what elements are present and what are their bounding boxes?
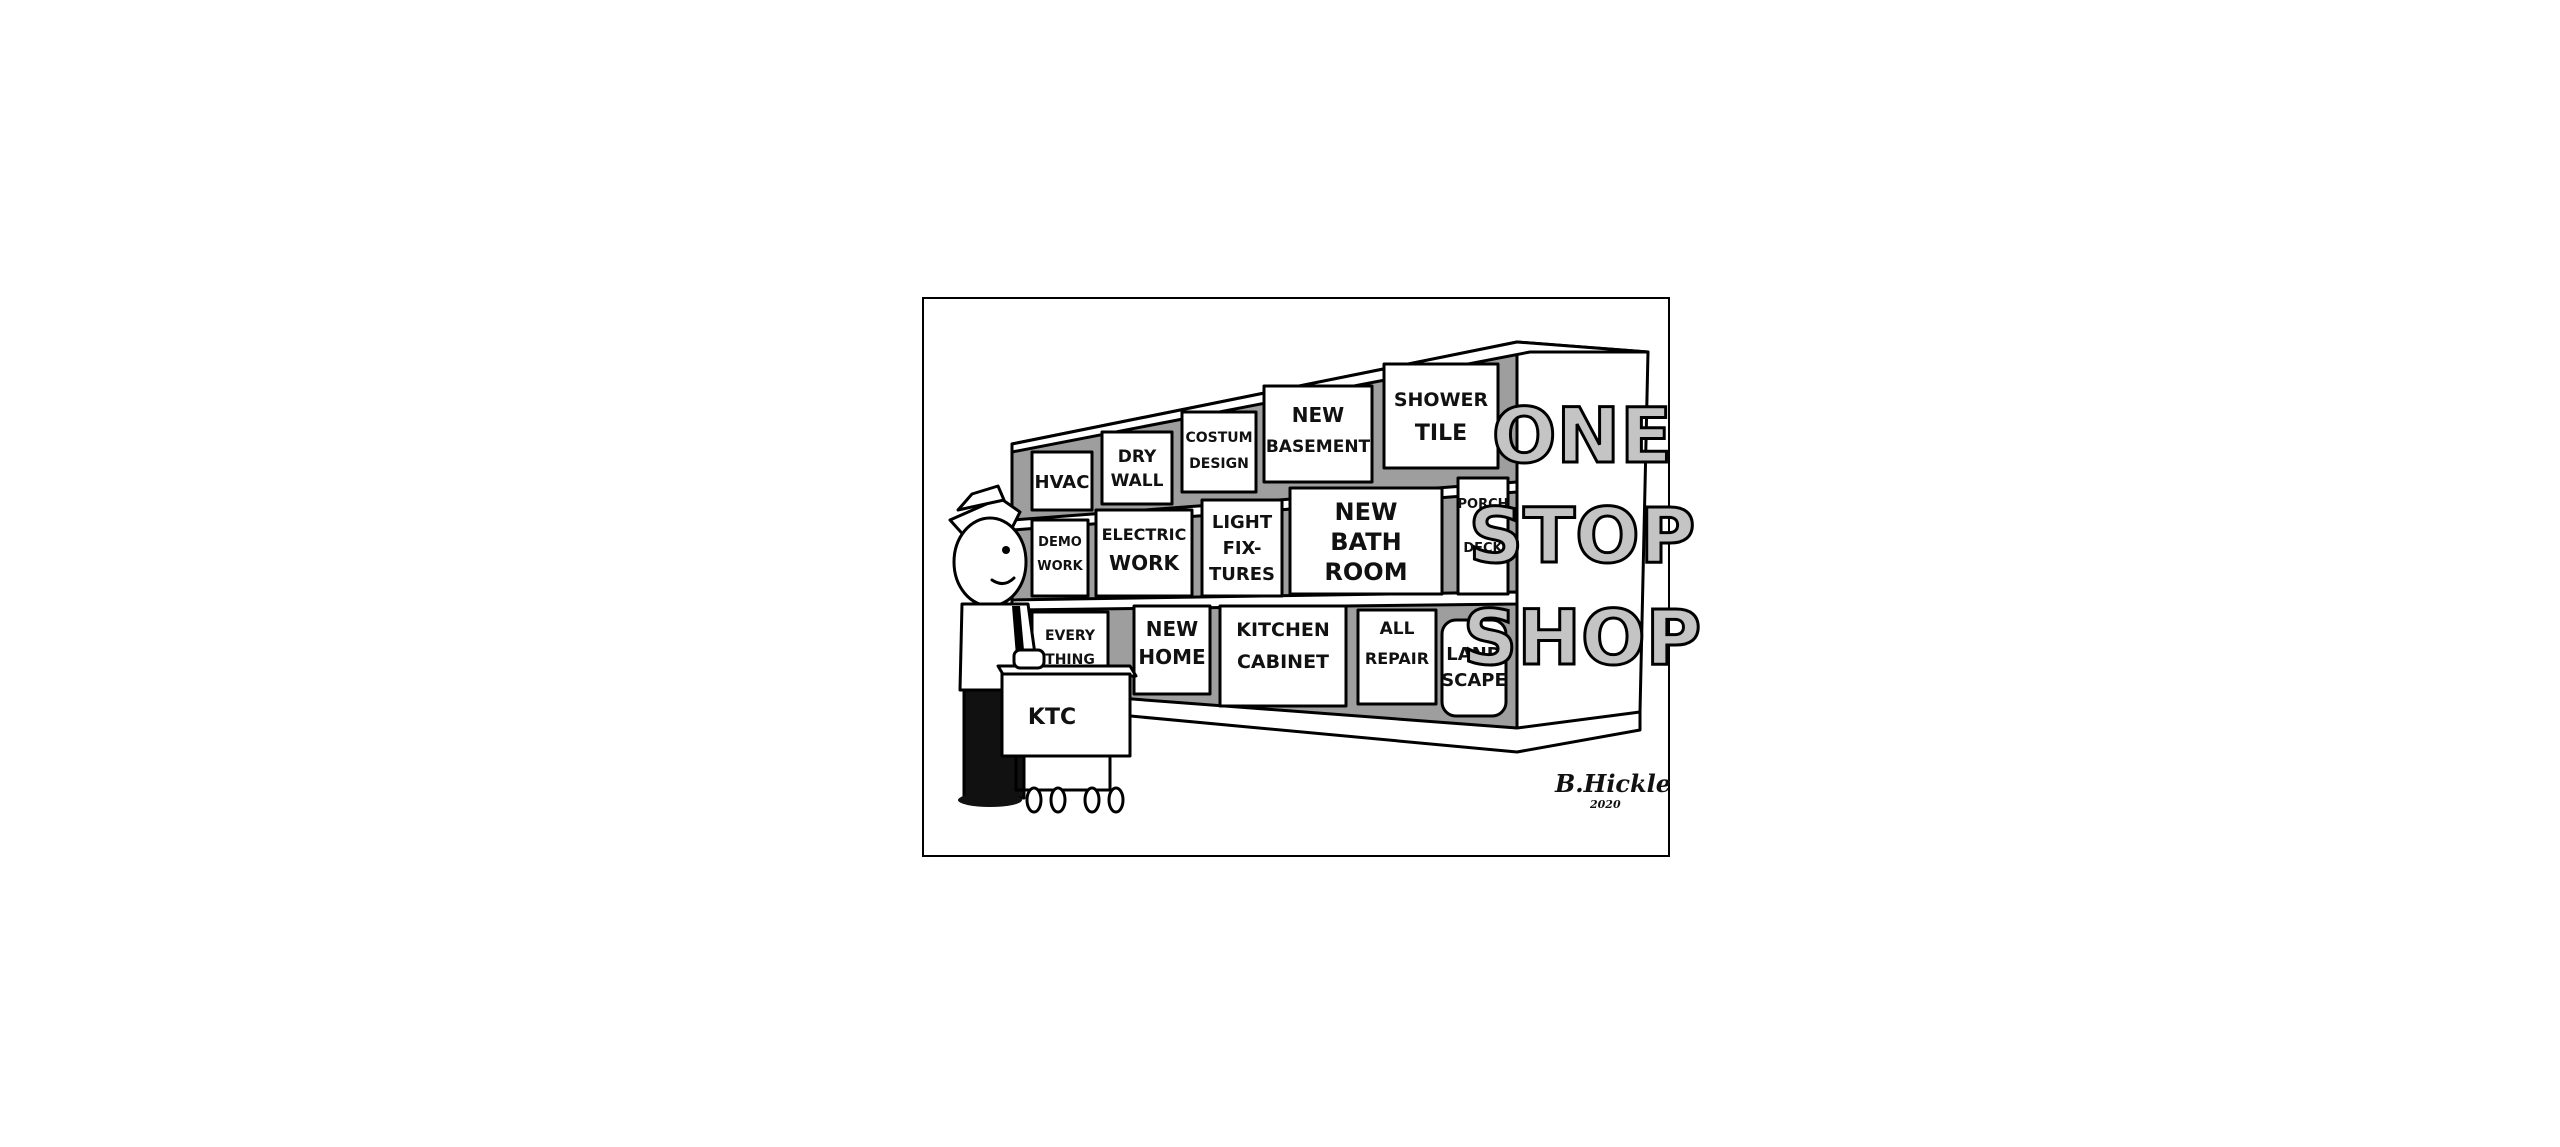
label-drywall-2: WALL	[1111, 471, 1164, 491]
signature-name: B.Hickle	[1554, 769, 1671, 798]
sign-line-one: ONE	[1492, 391, 1672, 480]
box-porch-deck	[1456, 476, 1510, 596]
label-kitchen-2: CABINET	[1237, 651, 1329, 673]
label-bath-3: ROOM	[1324, 558, 1407, 586]
label-porch-3: DECK	[1463, 541, 1503, 556]
label-every-2: THING	[1045, 652, 1095, 668]
label-landscape-2: SCAPE	[1441, 670, 1507, 691]
label-bath-1: NEW	[1335, 498, 1398, 526]
label-bath-2: BATH	[1330, 528, 1401, 556]
sign-line-stop: STOP	[1469, 491, 1696, 580]
label-light-2: FIX-	[1223, 538, 1262, 559]
box-kitchen-cabinet	[1218, 604, 1348, 708]
cart-label: KTC	[1028, 705, 1076, 730]
label-shower-2: TILE	[1415, 421, 1467, 446]
box-electric-work	[1094, 508, 1194, 598]
box-new-home	[1132, 604, 1212, 696]
label-every-1: EVERY	[1045, 628, 1096, 644]
sign-line-shop: SHOP	[1463, 593, 1702, 682]
label-light-1: LIGHT	[1212, 512, 1273, 533]
box-labels: HVAC DRY WALL COSTUM DESIGN NEW BASEMENT…	[1035, 389, 1509, 691]
signature-year: 2020	[1589, 798, 1621, 811]
box-costum-design	[1180, 410, 1258, 494]
box-new-bathroom	[1288, 486, 1444, 596]
label-costum-2: DESIGN	[1189, 456, 1249, 472]
label-repair-1: ALL	[1380, 619, 1415, 639]
label-home-2: HOME	[1138, 645, 1205, 669]
cart-basket	[1000, 672, 1132, 758]
shopping-cart: KTC	[996, 648, 1138, 814]
box-light-fixtures	[1200, 498, 1284, 598]
artist-signature: B.Hickle 2020	[1554, 769, 1671, 811]
label-costum-1: COSTUM	[1185, 430, 1252, 446]
box-new-basement	[1262, 384, 1374, 484]
label-porch-1: PORCH	[1457, 497, 1508, 512]
label-kitchen-1: KITCHEN	[1236, 619, 1329, 641]
label-demo-2: WORK	[1037, 559, 1083, 574]
box-drywall	[1100, 430, 1174, 506]
label-hvac: HVAC	[1035, 472, 1090, 493]
shopper-head	[952, 516, 1028, 608]
box-demo-work	[1030, 518, 1090, 598]
label-light-3: TURES	[1209, 564, 1275, 585]
boxes-row-top	[1030, 362, 1500, 512]
box-hvac	[1030, 450, 1094, 512]
box-landscape	[1440, 618, 1508, 718]
label-electric-1: ELECTRIC	[1102, 525, 1187, 544]
label-electric-2: WORK	[1109, 551, 1180, 575]
label-basement-2: BASEMENT	[1266, 437, 1371, 457]
label-landscape-1: LAND	[1446, 644, 1501, 665]
label-demo-1: DEMO	[1038, 535, 1082, 550]
one-stop-shop-sign: ONE STOP SHOP	[1461, 390, 1703, 684]
label-repair-2: REPAIR	[1365, 649, 1429, 668]
label-basement-1: NEW	[1292, 403, 1344, 427]
label-porch-2: —	[1477, 519, 1490, 534]
label-shower-1: SHOWER	[1394, 389, 1489, 411]
label-home-1: NEW	[1146, 617, 1198, 641]
boxes-row-middle	[1030, 476, 1510, 598]
box-all-repair	[1356, 608, 1438, 706]
box-shower-tile	[1382, 362, 1500, 470]
label-drywall-1: DRY	[1118, 447, 1157, 467]
